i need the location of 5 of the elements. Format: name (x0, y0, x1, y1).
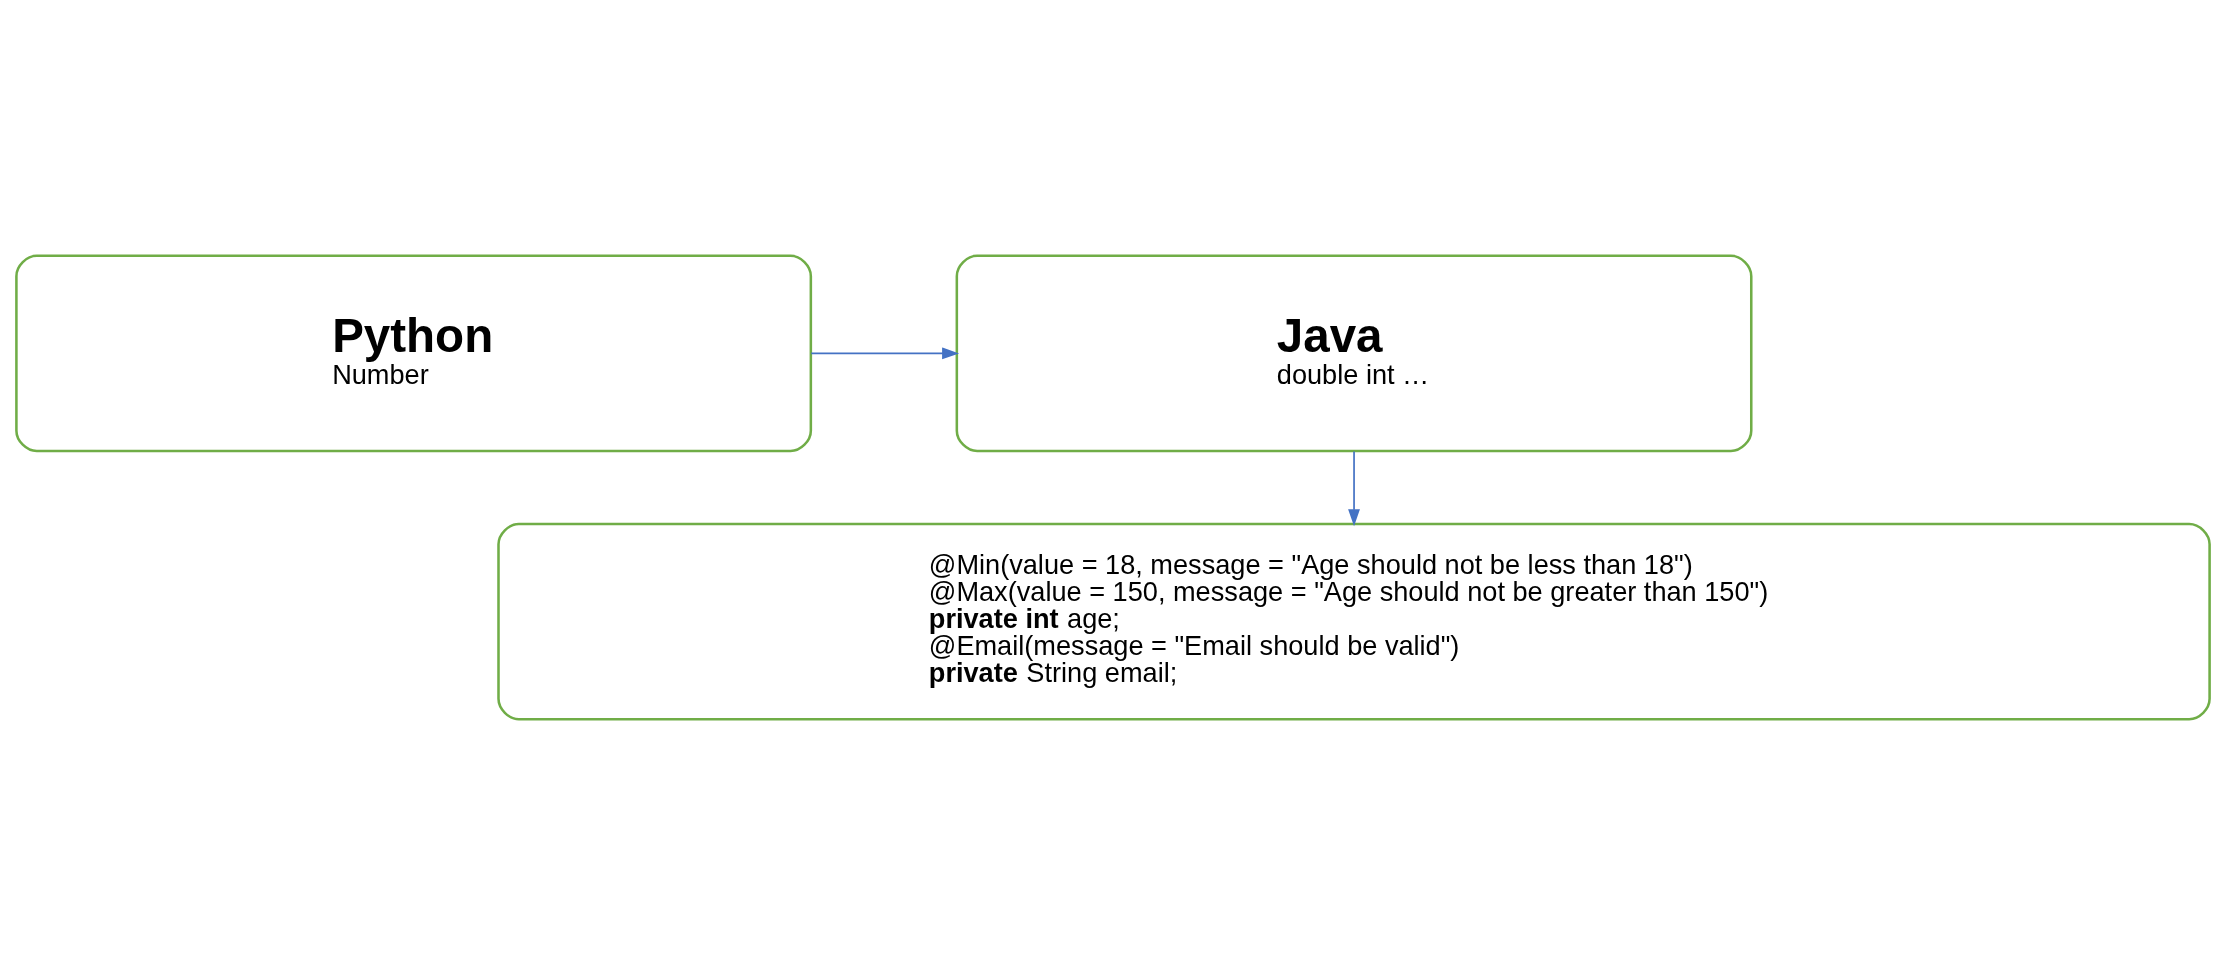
node-box: Java double int … (955, 254, 1753, 452)
node-box: @Min(value = 18, message = "Age should not be less than 18") @Max(value = 150, message = "Age should not be greater than 150") private int age; @Email(message = "Email should be valid") private String email; (497, 522, 2211, 720)
node-box: Python Number (15, 254, 813, 452)
arrow (810, 346, 960, 359)
arrow (1348, 450, 1360, 526)
